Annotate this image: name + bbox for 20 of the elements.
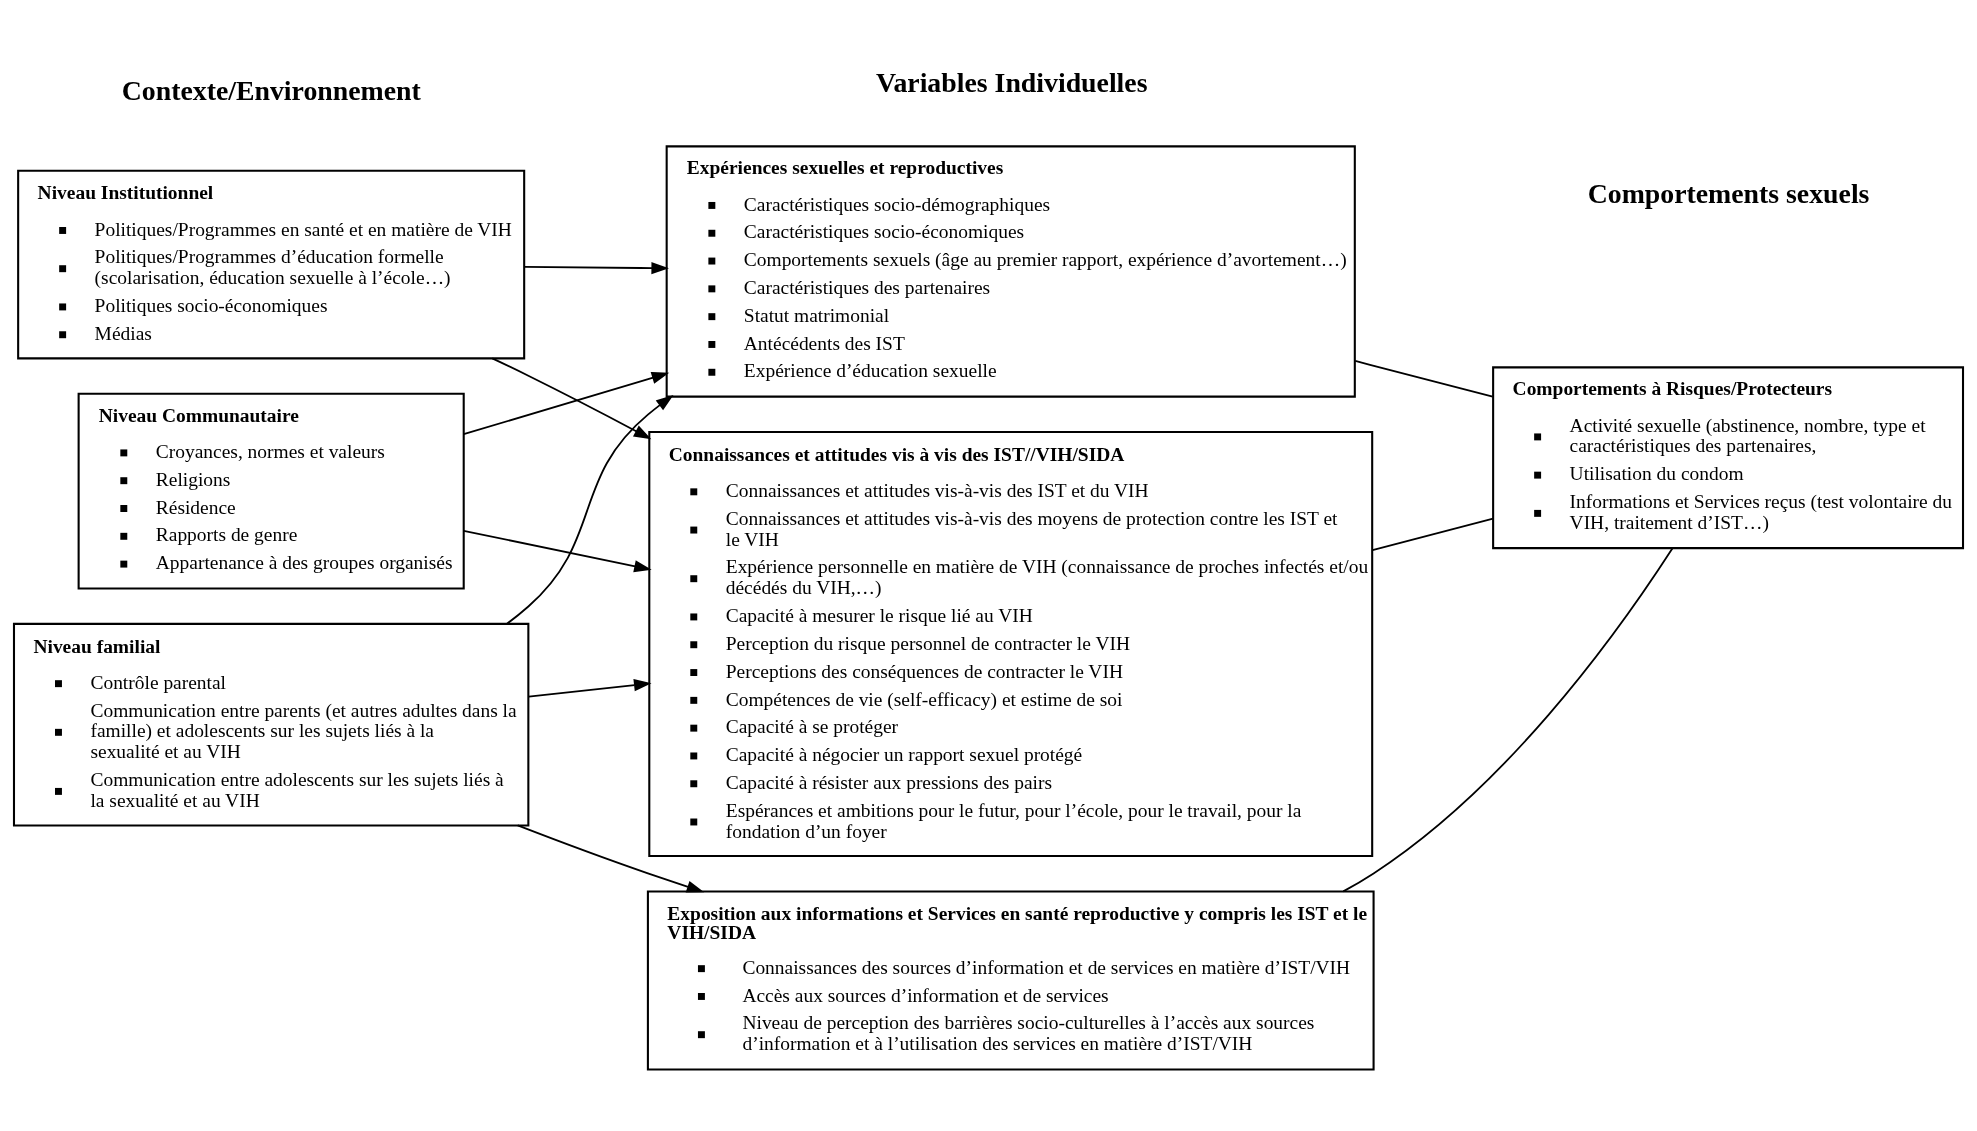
node-box: Niveau Institutionnel Politiques/Programmes en santé et en matière de VIH Politiques/Programmes d’éducation formelle (scolarisation, éducation sexuelle à l’école…) Politiques socio-économiques Médias (17, 169, 526, 360)
arrow (462, 529, 652, 573)
node-box: Niveau Communautaire Croyances, normes et valeurs Religions Résidence Rapports de genre Appartenance à des groupes organisés (77, 392, 465, 590)
connector (1342, 547, 1674, 893)
node-box: Connaissances et attitudes vis à vis des IST//VIH/SIDA Connaissances et attitudes vis-à-vis des IST et du VIH Connaissances et attitudes vis-à-vis des moyens de protection contre les IST et le VIH Expérience personnelle en matière de VIH (connaissance de proches infectés et/ou décédés du VIH,…) Capacité à mesurer le risque lié au VIH Perception du risque personnel de contracter le VIH Perceptions des conséquences de contracter le VIH Compétences de vie (self-efficacy) et estime de soi Capacité à se protéger Capacité à négocier un rapport sexuel protégé Capacité à résister aux pressions des pairs Espérances et ambitions pour le futur, pour l’école, pour le travail, pour la fondation d’un foyer (648, 431, 1374, 858)
label: Contexte/Environnement (121, 75, 421, 107)
node-box: Exposition aux informations et Services en santé reproductive y compris les IST et le VIH/SIDA Connaissances des sources d’information et de services en matière d’IST/VIH Accès aux sources d’information et de services Niveau de perception des barrières socio-culturelles à l’accès aux sources d’information et à l’utilisation des services en matière d’IST/VIH (646, 890, 1375, 1071)
arrow (491, 357, 652, 440)
node-box: Expériences sexuelles et reproductives Caractéristiques socio-démographiques Caractéristiques socio-économiques Comportements sexuels (âge au premier rapport, expérience d’avortement…) Caractéristiques des partenaires Statut matrimonial Antécédents des IST Expérience d’éducation sexuelle (665, 145, 1356, 398)
arrow (506, 394, 674, 625)
arrow (462, 372, 670, 436)
connector (1354, 360, 1494, 398)
arrow (516, 824, 705, 893)
node-box: Comportements à Risques/Protecteurs Activité sexuelle (abstinence, nombre, type et caractéristiques des partenaires, Utilisation du condom Informations et Services reçus (test volontaire du VIH, traitement d’IST…) (1492, 366, 1965, 550)
connector (1371, 517, 1494, 551)
label: Comportements sexuels (1587, 178, 1870, 210)
node-box: Niveau familial Contrôle parental Communication entre parents (et autres adultes dans la famille) et adolescents sur les sujets liés à la sexualité et au VIH Communication entre adolescents sur les sujets liés à la sexualité et au VIH (12, 622, 530, 827)
arrow (523, 261, 669, 275)
label: Variables Individuelles (875, 67, 1148, 99)
arrow (527, 679, 652, 698)
